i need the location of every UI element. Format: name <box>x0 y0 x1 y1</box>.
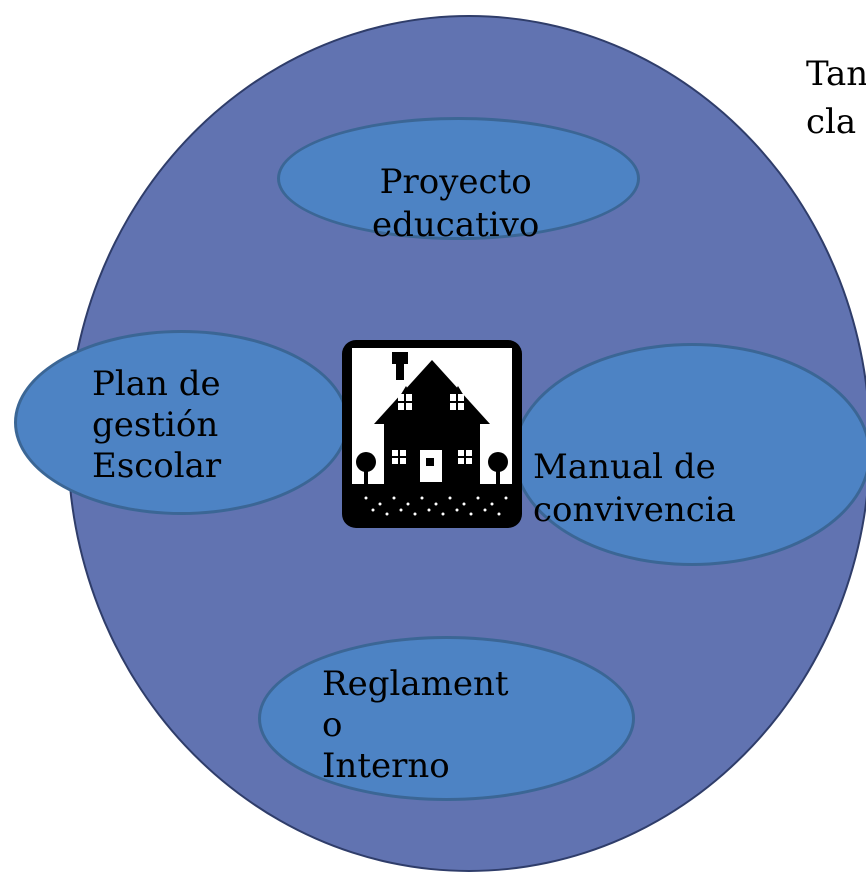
label-reglamento-interno: Reglament o Interno <box>322 664 509 787</box>
label-line: educativo <box>372 205 540 245</box>
label-proyecto-educativo: Proyecto educativo <box>372 161 539 247</box>
side-paragraph-text: Tan cla <box>806 50 866 146</box>
node-reglamento-interno[interactable] <box>258 636 635 801</box>
label-manual-de-convivencia: Manual de convivencia <box>533 446 736 532</box>
node-proyecto-educativo[interactable] <box>277 117 640 240</box>
label-line: Escolar <box>92 446 222 486</box>
label-plan-de-gestion-escolar: Plan de gestión Escolar <box>92 364 221 487</box>
label-line: Proyecto <box>379 162 532 202</box>
label-line: gestión <box>92 405 219 445</box>
side-text-line-2: cla <box>806 102 857 142</box>
label-line: Manual de <box>533 447 716 487</box>
label-line: Interno <box>322 746 450 786</box>
label-line: Plan de <box>92 364 221 404</box>
school-house-icon <box>342 340 522 528</box>
label-line: Reglament <box>322 664 509 704</box>
label-line: o <box>322 705 343 745</box>
side-text-line-1: Tan <box>806 54 866 94</box>
node-plan-de-gestion-escolar[interactable] <box>14 330 349 515</box>
label-line: convivencia <box>533 490 736 530</box>
